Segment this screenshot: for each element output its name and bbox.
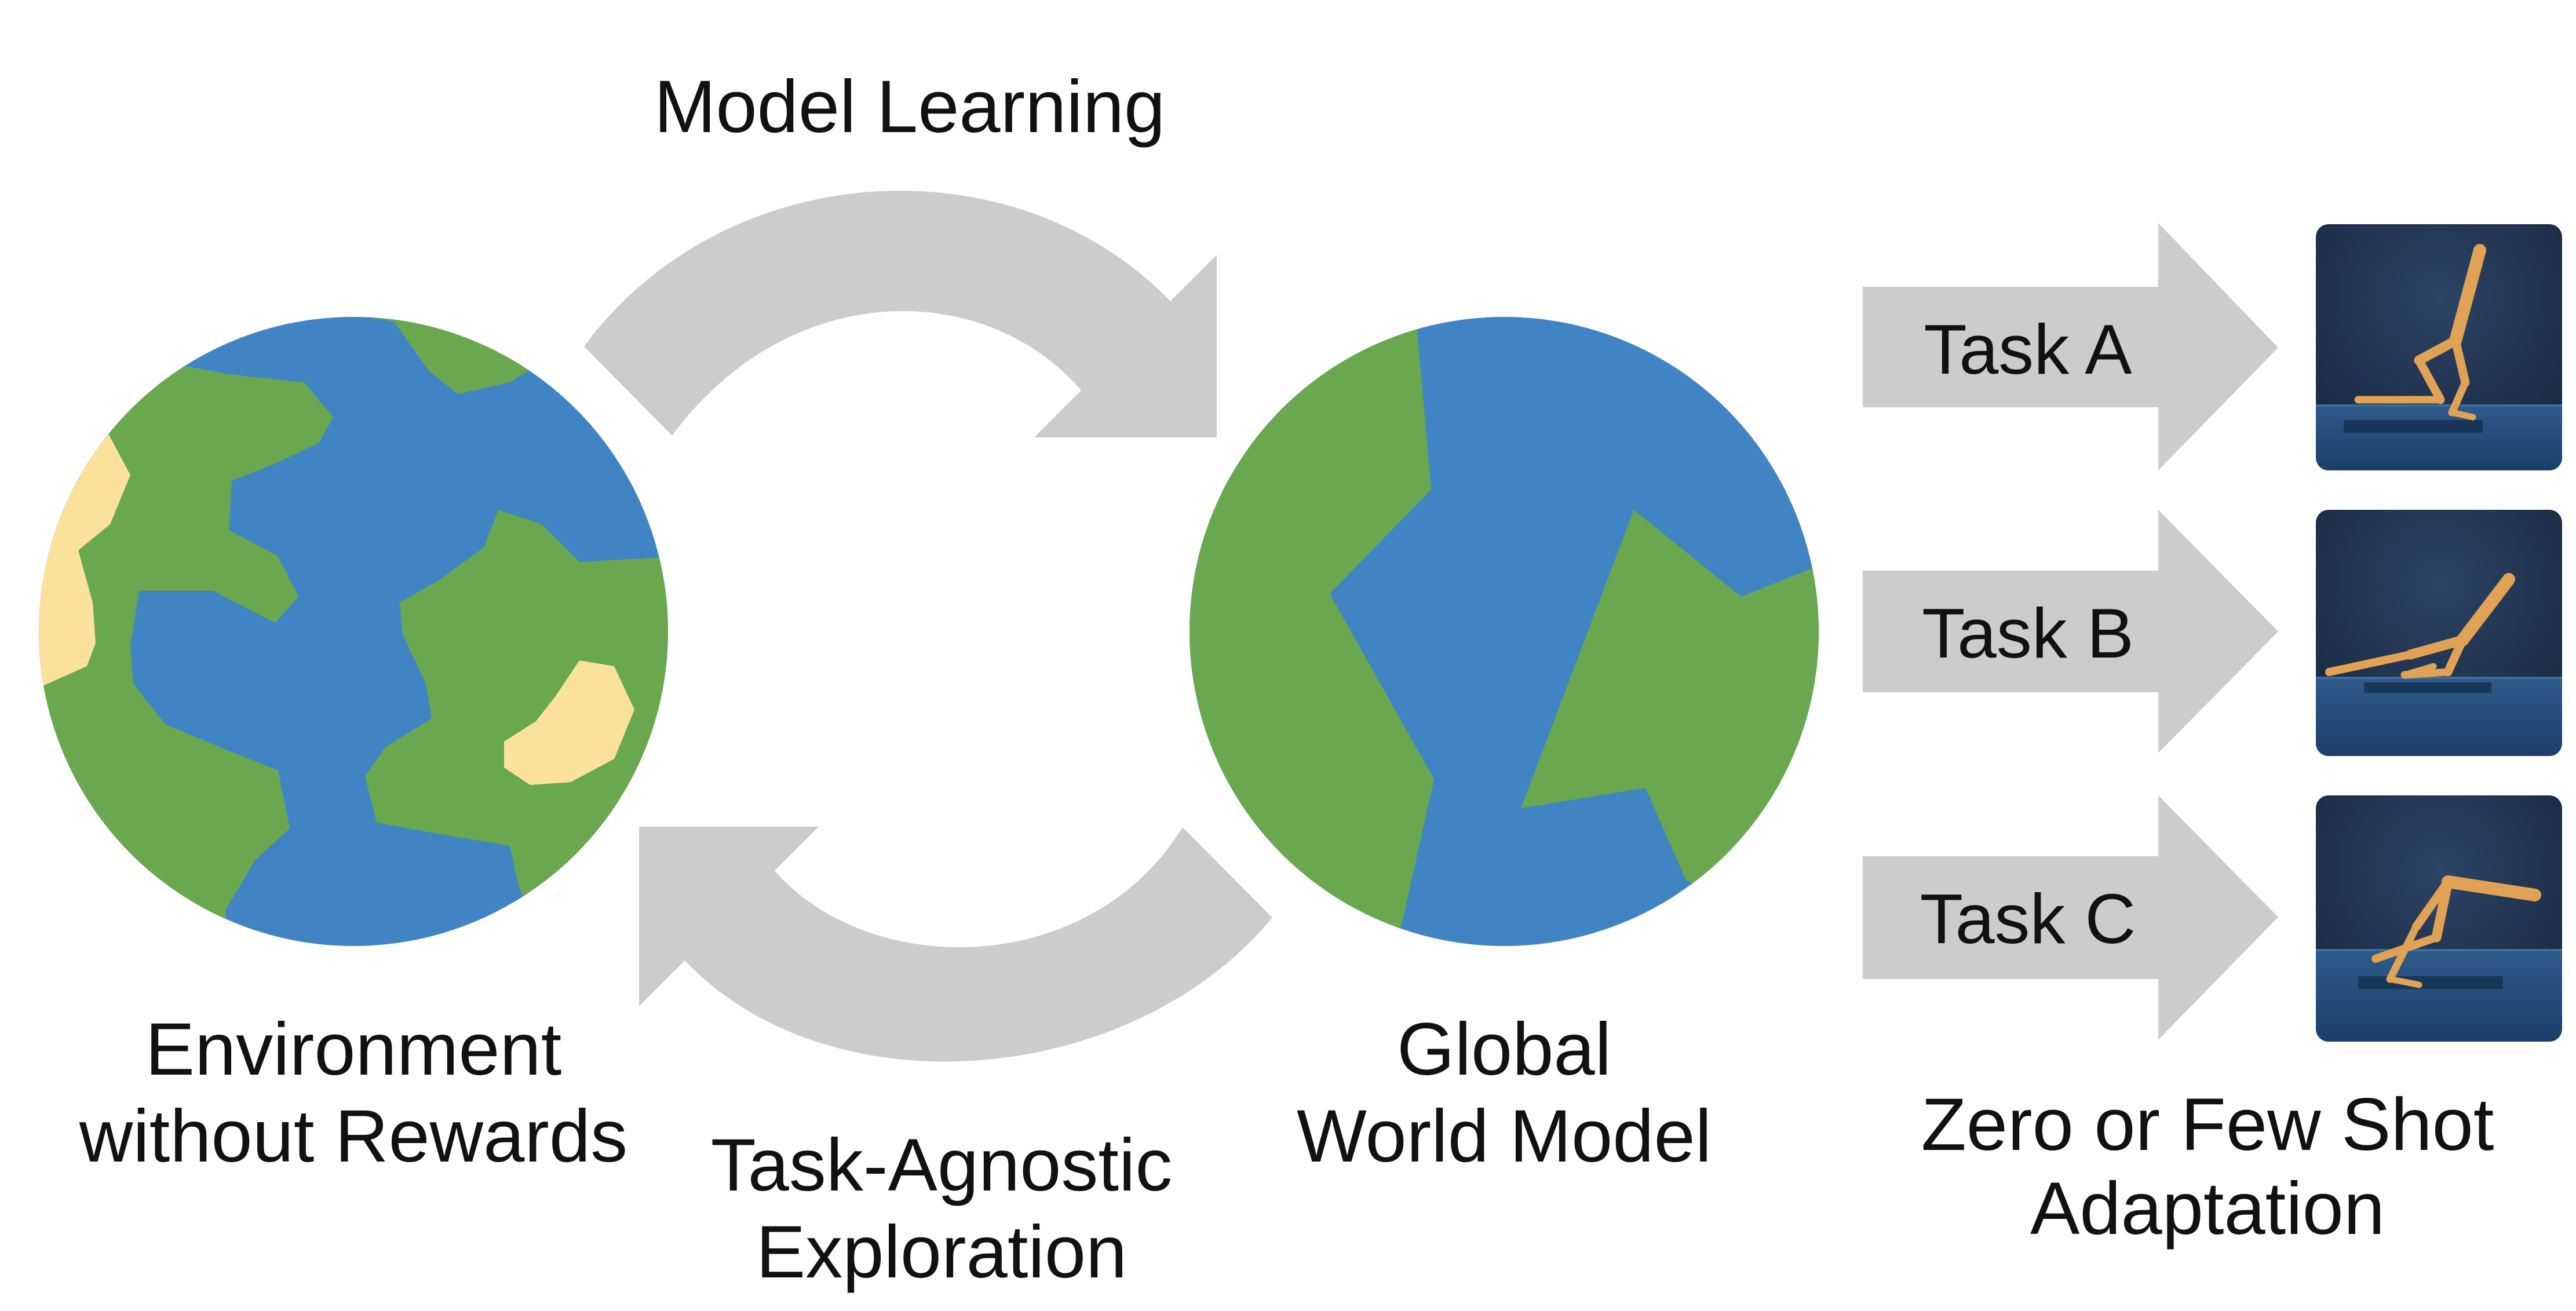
env-land-east (365, 510, 668, 904)
environment-globe (39, 317, 668, 946)
environment-label-line2: without Rewards (79, 1095, 627, 1178)
task-c-thumbnail (2316, 795, 2562, 1042)
exploration-label-line2: Exploration (756, 1211, 1127, 1294)
adaptation-label-line2: Adaptation (2030, 1167, 2385, 1250)
world-model-label-line2: World Model (1297, 1095, 1712, 1178)
task-b-label: Task B (1922, 594, 2134, 673)
env-land-north (342, 317, 556, 394)
task-b-arrow: Task B (1863, 510, 2278, 753)
task-b-thumbnail (2316, 510, 2562, 756)
model-learning-arrow (584, 191, 1217, 437)
robot-a (2354, 244, 2486, 421)
robot-b (2325, 573, 2515, 679)
exploration-arrow (639, 827, 1272, 1062)
task-a-arrow: Task A (1863, 223, 2278, 470)
task-a-thumbnail (2316, 224, 2562, 470)
task-a-label: Task A (1924, 310, 2132, 389)
task-c-label: Task C (1920, 879, 2136, 958)
environment-label-line1: Environment (145, 1008, 562, 1091)
task-c-arrow: Task C (1863, 795, 2278, 1040)
world-model-label-line1: Global (1397, 1008, 1611, 1091)
env-sand-east (504, 660, 634, 785)
exploration-label-line1: Task-Agnostic (711, 1124, 1173, 1207)
world-model-globe (1190, 317, 1819, 946)
model-learning-label: Model Learning (654, 65, 1165, 148)
robot-c (2371, 875, 2541, 988)
adaptation-label-line1: Zero or Few Shot (1921, 1083, 2494, 1166)
